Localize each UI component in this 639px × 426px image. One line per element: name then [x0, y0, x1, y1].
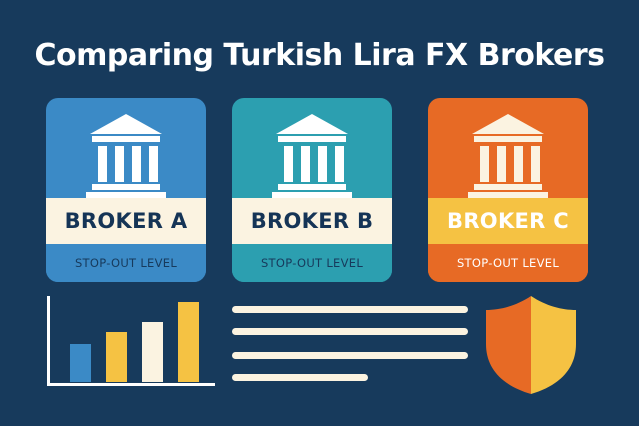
broker-card-a: BROKER A STOP-OUT LEVEL: [46, 98, 206, 282]
shield-icon: [486, 296, 576, 394]
broker-card-c: BROKER C STOP-OUT LEVEL: [428, 98, 588, 282]
bar-chart-icon: [47, 296, 215, 386]
stop-out-level-label: STOP-OUT LEVEL: [428, 244, 588, 282]
bank-building-icon: [468, 114, 548, 198]
stop-out-level-label: STOP-OUT LEVEL: [46, 244, 206, 282]
text-lines-icon: [232, 306, 468, 381]
stop-out-level-label: STOP-OUT LEVEL: [232, 244, 392, 282]
broker-name: BROKER B: [232, 198, 392, 244]
bank-building-icon: [272, 114, 352, 198]
bank-building-icon: [86, 114, 166, 198]
broker-name: BROKER A: [46, 198, 206, 244]
page-title: Comparing Turkish Lira FX Brokers: [34, 38, 605, 73]
broker-name: BROKER C: [428, 198, 588, 244]
broker-card-b: BROKER B STOP-OUT LEVEL: [232, 98, 392, 282]
